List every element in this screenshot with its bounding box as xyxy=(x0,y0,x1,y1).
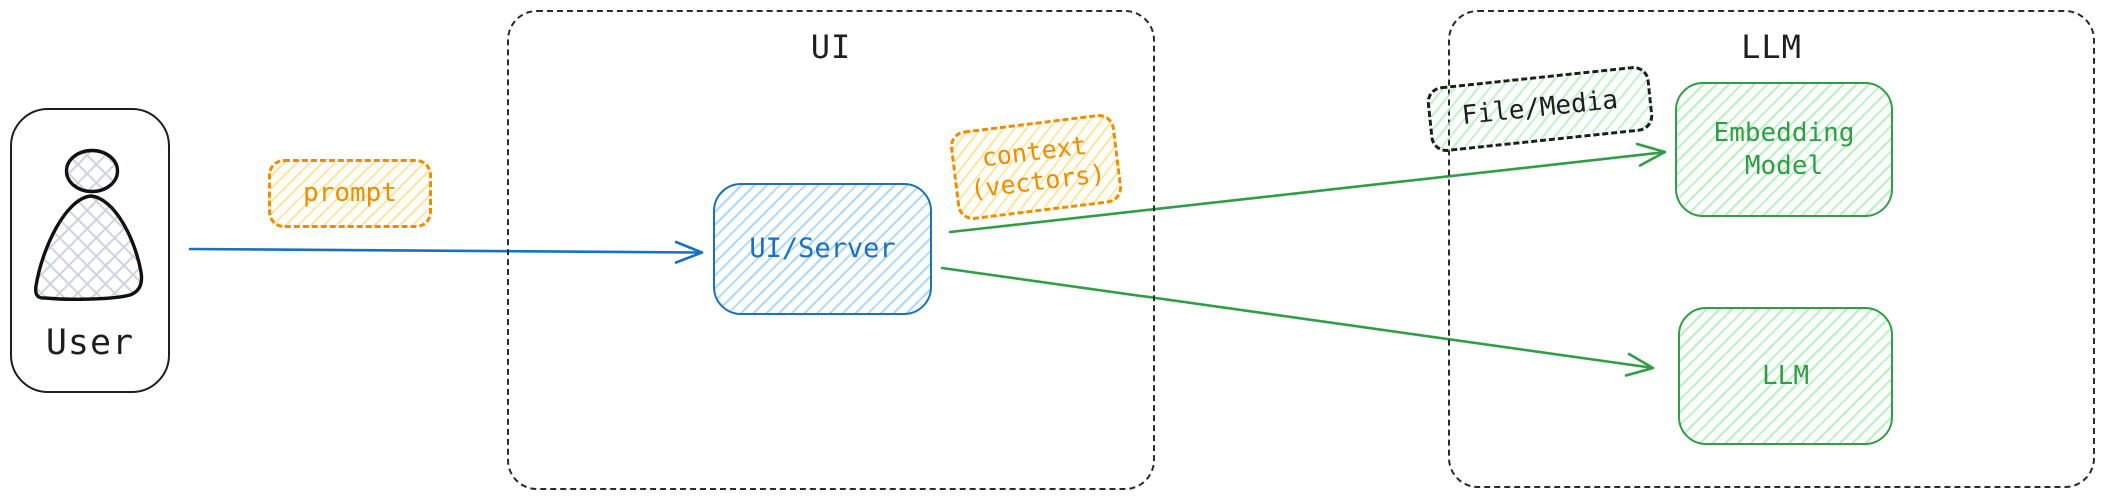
prompt-edge-label: prompt xyxy=(268,159,432,228)
prompt-edge-label-text: prompt xyxy=(303,177,397,208)
llm-group-container: LLM xyxy=(1448,10,2095,488)
embedding-model-node-label-line1: Embedding xyxy=(1713,118,1855,148)
ui-group-container: UI xyxy=(507,10,1155,490)
user-node: User xyxy=(10,108,170,393)
llm-node-label: LLM xyxy=(1762,360,1809,391)
llm-node: LLM xyxy=(1678,307,1893,445)
embedding-model-node-label-line2: Model xyxy=(1744,150,1824,181)
ui-group-title: UI xyxy=(810,28,852,66)
llm-group-title: LLM xyxy=(1741,28,1802,66)
user-node-label: User xyxy=(45,323,135,363)
person-icon xyxy=(34,148,144,301)
ui-server-node: UI/Server xyxy=(713,183,932,315)
file-media-edge-label-text: File/Media xyxy=(1460,85,1620,132)
embedding-model-node: Embedding Model xyxy=(1675,82,1893,217)
ui-server-node-label: UI/Server xyxy=(749,233,896,265)
